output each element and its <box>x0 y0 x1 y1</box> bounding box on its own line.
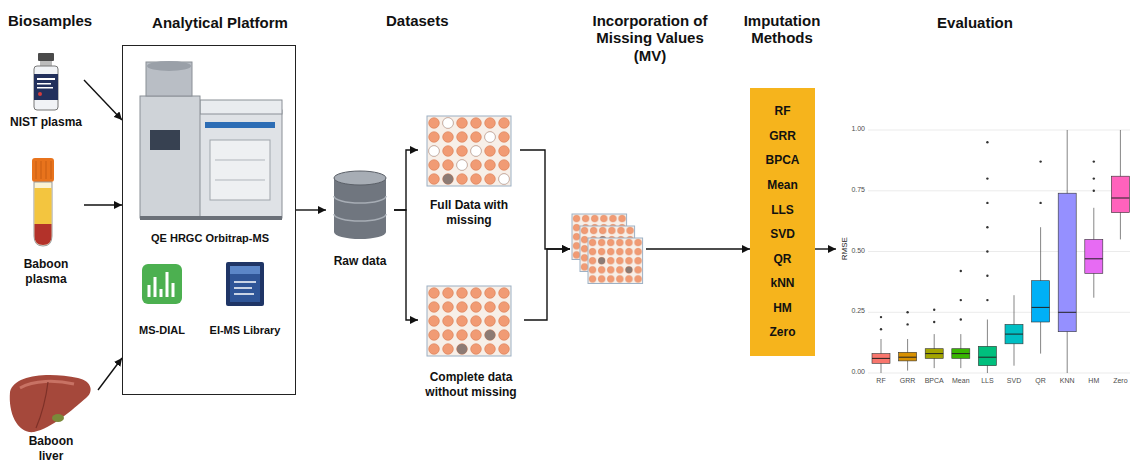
flow-arrow <box>98 358 122 390</box>
flow-arrow <box>296 209 326 210</box>
node-label: Full Data with missing <box>421 198 517 227</box>
chart-node: Evaluation <box>836 122 1132 394</box>
method-name: LLS <box>771 203 794 217</box>
library-icon <box>226 262 264 306</box>
node-label: QE HRGC Orbitrap-MS <box>151 232 269 245</box>
axis-tick: 0.50 <box>836 247 865 255</box>
node-label: NIST plasma <box>10 115 82 129</box>
method-name: kNN <box>770 276 794 290</box>
flow-arrow <box>84 204 122 205</box>
node-label: EI-MS Library <box>210 324 281 337</box>
stacked-matrix-icon <box>572 214 643 284</box>
method-name: Mean <box>767 178 798 192</box>
node-label: Complete data without missing <box>420 370 522 399</box>
column-heading: Imputation Methods <box>736 12 828 47</box>
axis-category: HM <box>1081 377 1107 385</box>
axis-tick: 0.00 <box>836 368 865 376</box>
method-name: GRR <box>769 129 796 143</box>
platform-box: Analytical PlatformQE HRGC Orbitrap-MSMS… <box>122 45 296 395</box>
axis-category: Zero <box>1107 377 1133 385</box>
vial-icon <box>34 53 58 110</box>
missing-values-node: Incorporation of Missing Values (MV) <box>570 210 646 288</box>
column-heading: Datasets <box>386 12 476 29</box>
axis-title: RMSE <box>840 237 849 261</box>
database-node: Raw data <box>326 165 394 271</box>
axis-category: KNN <box>1054 377 1080 385</box>
axis-category: RF <box>868 377 894 385</box>
instrument-node: QE HRGC Orbitrap-MS <box>129 52 291 248</box>
node-label: MS-DIAL <box>139 324 185 337</box>
database-icon <box>334 171 386 239</box>
axis-category: GRR <box>895 377 921 385</box>
software-node: MS-DIAL <box>131 260 193 340</box>
flow-arrow <box>815 248 836 249</box>
node-label: Baboon liver <box>19 434 83 463</box>
axis-category: LLS <box>974 377 1000 385</box>
flow-arrow <box>520 150 570 249</box>
matrix-icon <box>427 286 511 356</box>
boxplot-chart <box>868 130 1130 373</box>
axis-category: Mean <box>948 377 974 385</box>
flow-arrow <box>394 210 418 320</box>
dataset-node: Complete data without missing <box>418 282 524 402</box>
sample-node: NIST plasma <box>8 50 84 132</box>
column-heading: Incorporation of Missing Values (MV) <box>578 12 722 64</box>
node-label: Baboon plasma <box>14 257 78 286</box>
column-heading: Biosamples <box>8 12 118 29</box>
instrument-icon <box>140 61 282 220</box>
method-name: RF <box>775 104 791 118</box>
axis-category: SVD <box>1001 377 1027 385</box>
tube-icon <box>32 158 54 246</box>
column-heading: Analytical Platform <box>135 14 305 31</box>
axis-tick: 0.25 <box>836 307 865 315</box>
sample-node: Baboon plasma <box>8 155 84 289</box>
method-name: Zero <box>769 325 795 339</box>
axis-tick: 1.00 <box>836 125 865 133</box>
method-name: HM <box>773 301 792 315</box>
sample-node: Baboon liver <box>4 372 98 466</box>
axis-tick: 0.75 <box>836 186 865 194</box>
library-node: EI-MS Library <box>199 260 291 340</box>
liver-icon <box>10 375 91 432</box>
flow-arrow <box>524 249 570 320</box>
dataset-node: Full Data with missing <box>418 112 520 230</box>
axis-category: BPCA <box>921 377 947 385</box>
node-label: Raw data <box>334 254 387 268</box>
method-name: BPCA <box>765 153 799 167</box>
flow-arrow <box>84 80 122 120</box>
method-name: SVD <box>770 227 795 241</box>
flow-arrow <box>646 248 750 249</box>
matrix-icon <box>427 116 511 186</box>
axis-category: QR <box>1028 377 1054 385</box>
flow-arrow <box>394 150 418 210</box>
method-name: QR <box>774 252 792 266</box>
methods-box: Imputation MethodsRFGRRBPCAMeanLLSSVDQRk… <box>750 88 815 356</box>
column-heading: Evaluation <box>915 14 1035 31</box>
software-icon <box>142 264 182 304</box>
